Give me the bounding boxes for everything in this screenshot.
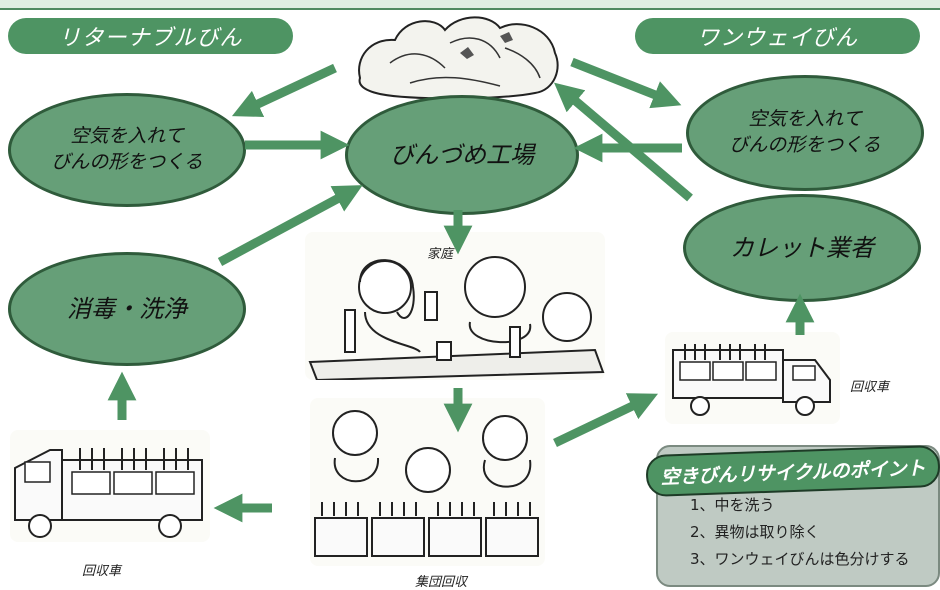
caption-truck-right: 回収車 <box>850 380 890 395</box>
arrow-raw-to-form-right <box>570 57 682 109</box>
caption-truck-left: 回収車 <box>82 564 122 579</box>
node-form-bottle-left: 空気を入れて びんの形をつくる <box>8 93 246 207</box>
node-form-bottle-left-line2: びんの形をつくる <box>51 151 203 173</box>
household-drawing <box>308 256 605 382</box>
node-wash-label: 消毒・洗浄 <box>67 294 187 323</box>
truck-right-illustration <box>665 332 840 424</box>
recycle-points-list: 1、中を洗う 2、異物は取り除く 3、ワンウェイびんは色分けする <box>690 492 930 573</box>
collection-illustration <box>310 398 545 566</box>
label-returnable-bottle: リターナブルびん <box>8 18 293 54</box>
top-border <box>0 0 940 10</box>
caption-group-collection: 集団回収 <box>415 575 468 590</box>
recycle-point-item: 3、ワンウェイびんは色分けする <box>690 550 910 568</box>
truck-left-drawing <box>14 448 203 538</box>
node-wash: 消毒・洗浄 <box>8 252 246 366</box>
node-form-bottle-right-line2: びんの形をつくる <box>729 134 881 156</box>
collection-drawing <box>314 410 539 557</box>
raw-material-icon <box>358 16 559 100</box>
arrow-raw-to-form-left <box>231 63 337 117</box>
node-form-bottle-right-line1: 空気を入れて <box>748 108 862 131</box>
truck-left-illustration <box>10 430 210 542</box>
truck-right-drawing <box>672 344 831 416</box>
node-cullet-dealer-label: カレット業者 <box>730 233 874 262</box>
arrow-wash-to-factory <box>217 185 363 266</box>
label-oneway-bottle: ワンウェイびん <box>635 18 920 54</box>
node-cullet-dealer: カレット業者 <box>683 194 921 302</box>
node-form-bottle-left-line1: 空気を入れて <box>70 125 184 148</box>
node-bottle-factory-label: びんづめ工場 <box>390 140 534 169</box>
arrow-collection-to-truck-right <box>553 393 658 448</box>
recycle-point-item: 2、異物は取り除く <box>690 523 820 541</box>
household-illustration <box>305 232 605 382</box>
node-form-bottle-right: 空気を入れて びんの形をつくる <box>686 75 924 191</box>
recycle-point-item: 1、中を洗う <box>690 496 775 514</box>
arrow-cullet-to-raw <box>554 82 693 202</box>
